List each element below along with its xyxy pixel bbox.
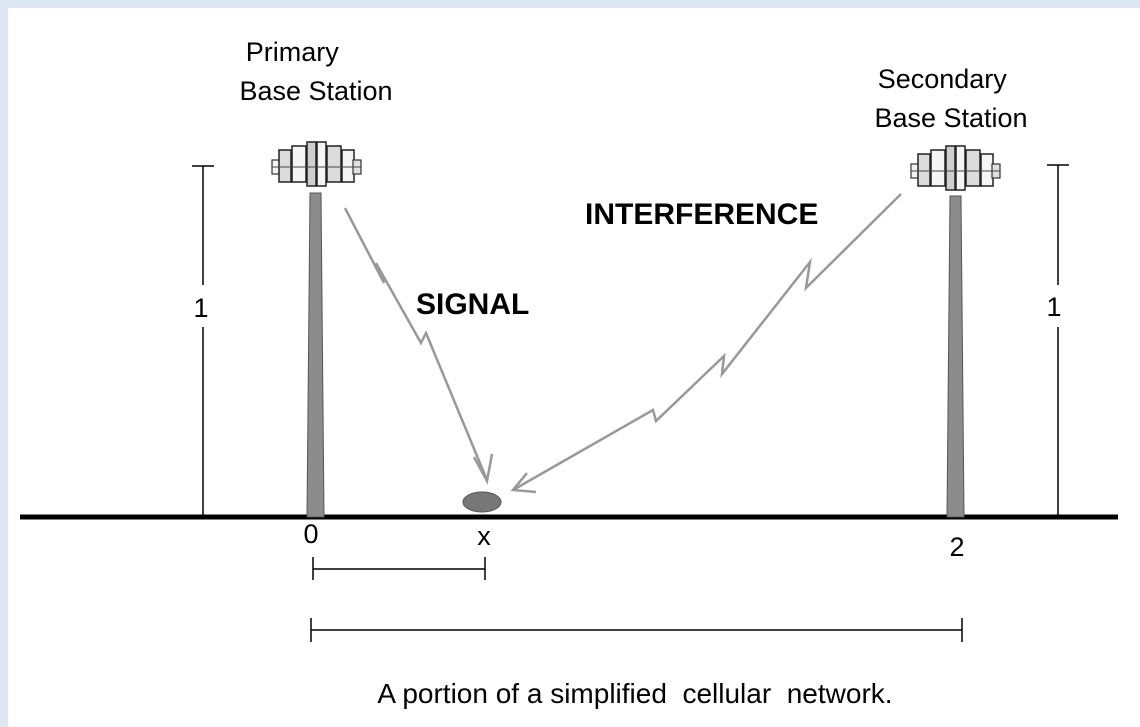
diagram-svg: 1 1 Primary Base Station Secondary Base … [20, 37, 1118, 709]
primary-station-title: Primary Base Station [239, 37, 392, 106]
secondary-height-indicator [1047, 164, 1069, 515]
origin-label: 0 [303, 519, 318, 549]
signal-arrow [343, 207, 494, 485]
primary-tower-icon [271, 141, 362, 518]
receiver-device-icon [462, 491, 502, 513]
secondary-station-line1: Secondary [878, 64, 1008, 94]
secondary-position-label: 2 [949, 532, 964, 562]
distance-bracket-0-to-x [312, 557, 486, 580]
distance-bracket-0-to-2 [310, 618, 963, 642]
diagram-caption: A portion of a simplified cellular netwo… [377, 678, 892, 709]
secondary-height-label: 1 [1046, 292, 1061, 322]
primary-height-indicator [192, 165, 214, 515]
receiver-label: x [477, 521, 491, 551]
secondary-tower-icon [910, 145, 1001, 518]
signal-label: SIGNAL [416, 288, 529, 321]
secondary-station-title: Secondary Base Station [874, 64, 1027, 133]
primary-station-line2: Base Station [239, 76, 392, 106]
secondary-station-line2: Base Station [874, 103, 1027, 133]
interference-label: INTERFERENCE [585, 198, 818, 231]
primary-height-label: 1 [193, 293, 208, 323]
primary-station-line1: Primary [246, 37, 339, 67]
diagram-canvas: 1 1 Primary Base Station Secondary Base … [8, 8, 1140, 727]
interference-arrow [510, 193, 902, 494]
